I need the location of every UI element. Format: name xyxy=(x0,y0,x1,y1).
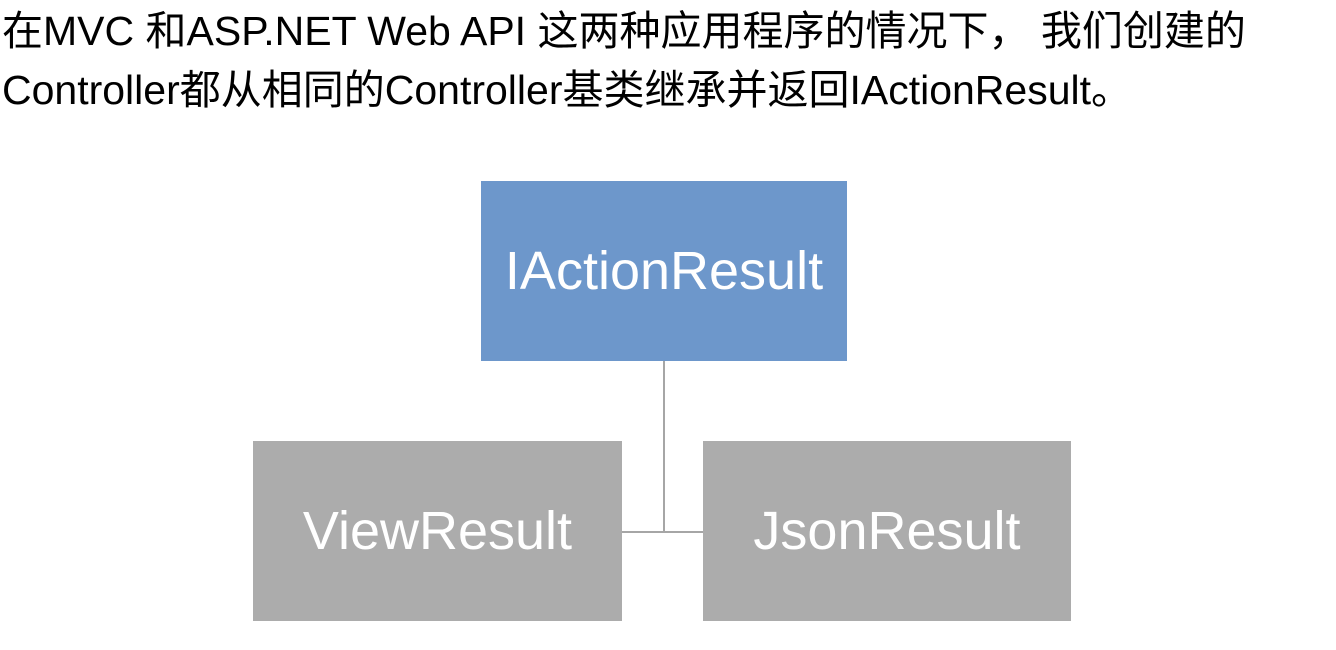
node-iactionresult-label: IActionResult xyxy=(504,241,824,301)
intro-line-2: Controller都从相同的Controller基类继承并返回IActionR… xyxy=(2,67,1133,113)
connector-vertical-line xyxy=(663,361,665,533)
node-viewresult: ViewResult xyxy=(253,441,622,621)
intro-paragraph: 在MVC 和ASP.NET Web API 这两种应用程序的情况下， 我们创建的… xyxy=(2,2,1336,120)
connector-horizontal-line xyxy=(622,531,703,533)
node-viewresult-label: ViewResult xyxy=(302,501,573,561)
node-jsonresult: JsonResult xyxy=(703,441,1071,621)
node-iactionresult: IActionResult xyxy=(481,181,847,361)
intro-line-1: 在MVC 和ASP.NET Web API 这两种应用程序的情况下， 我们创建的 xyxy=(2,8,1246,54)
node-jsonresult-label: JsonResult xyxy=(753,501,1021,561)
